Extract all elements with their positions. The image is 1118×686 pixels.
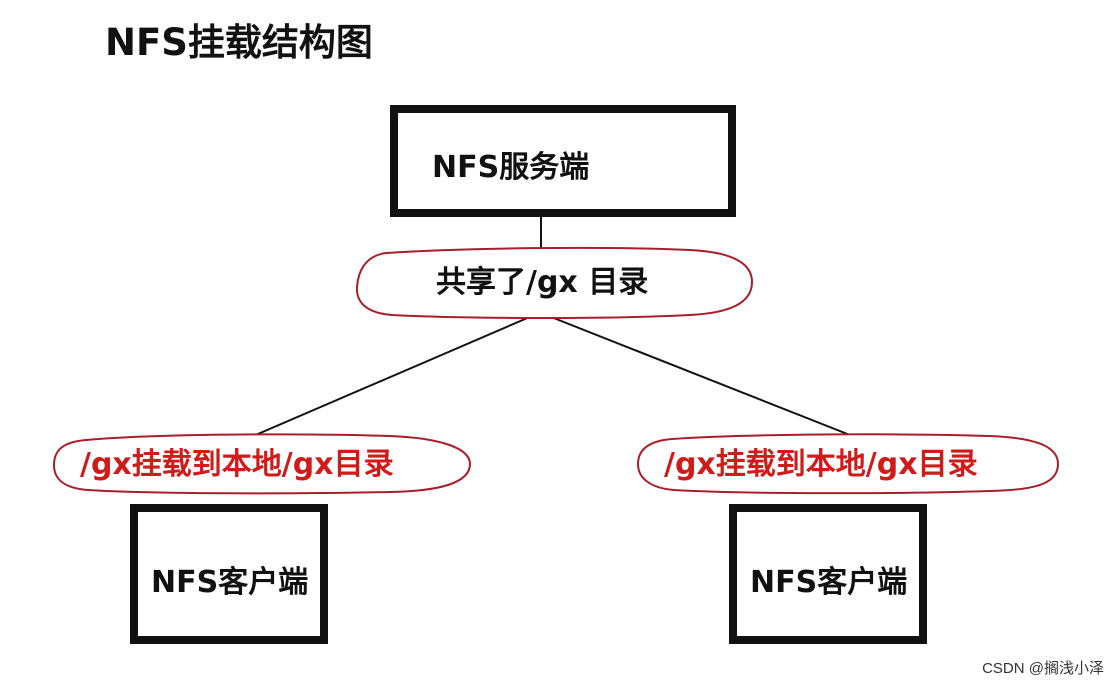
right-mount-label: /gx挂载到本地/gx目录 [664,447,978,482]
share-to-right-client-connector [540,312,856,438]
left-mount-label: /gx挂载到本地/gx目录 [80,447,394,482]
left-client-label: NFS客户端 [151,565,308,600]
watermark: CSDN @搁浅小泽 [982,660,1104,677]
server-label: NFS服务端 [432,150,589,185]
right-client-box [729,504,927,644]
share-to-left-client-connector [250,312,540,438]
share-ellipse [355,246,754,319]
diagram-title: NFS挂载结构图 [105,21,373,64]
share-label: 共享了/gx 目录 [436,265,648,300]
right-mount-ellipse [636,433,1060,495]
server-box [390,105,736,217]
right-client-label: NFS客户端 [750,565,907,600]
left-mount-ellipse [52,433,472,495]
left-client-box [130,504,328,644]
